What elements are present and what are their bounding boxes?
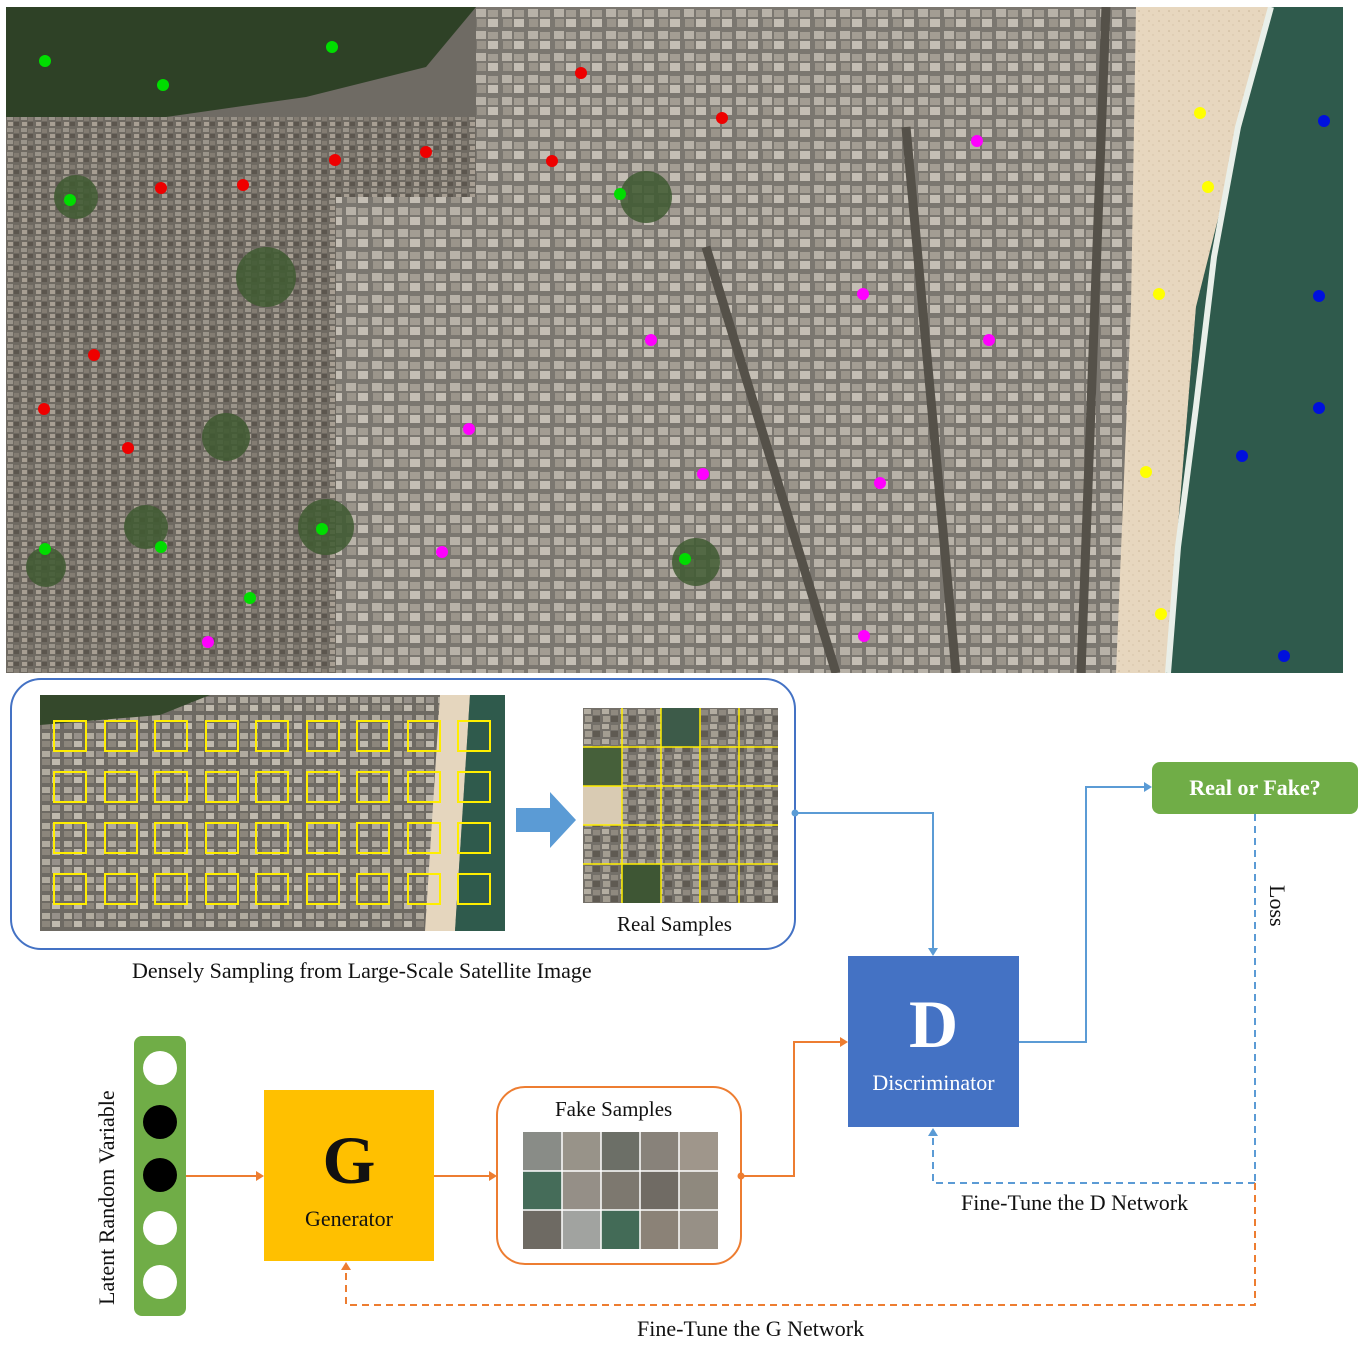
latent-node xyxy=(143,1105,177,1139)
sampling-satellite-crop xyxy=(40,695,505,931)
fake-samples-label: Fake Samples xyxy=(555,1097,673,1121)
real-to-d-connector xyxy=(795,812,934,950)
sample-points xyxy=(38,41,1330,662)
finetune-g-label: Fine-Tune the G Network xyxy=(637,1316,865,1341)
real-or-fake-box: Real or Fake? xyxy=(1152,762,1358,814)
generator-box: G Generator xyxy=(264,1090,434,1261)
finetune-g-connector xyxy=(345,1183,1256,1306)
latent-variable-label: Latent Random Variable xyxy=(94,1090,119,1305)
latent-node xyxy=(143,1158,177,1192)
fake-to-d-connector xyxy=(741,1041,842,1177)
generator-letter: G xyxy=(322,1122,376,1198)
generator-label: Generator xyxy=(305,1206,393,1231)
satellite-image xyxy=(6,7,1343,673)
d-to-output-connector xyxy=(1019,786,1146,1043)
finetune-d-label: Fine-Tune the D Network xyxy=(961,1190,1189,1215)
latent-node xyxy=(143,1265,177,1299)
loss-label: Loss xyxy=(1265,885,1290,927)
discriminator-label: Discriminator xyxy=(872,1070,995,1095)
latent-node xyxy=(143,1051,177,1085)
real-samples-label: Real Samples xyxy=(617,912,732,936)
discriminator-letter: D xyxy=(908,986,959,1062)
discriminator-box: D Discriminator xyxy=(848,956,1019,1127)
real-samples-grid xyxy=(583,708,778,903)
sampling-caption: Densely Sampling from Large-Scale Satell… xyxy=(132,958,592,983)
sampling-arrow xyxy=(516,792,576,848)
latent-nodes xyxy=(143,1051,177,1299)
latent-node xyxy=(143,1211,177,1245)
finetune-d-connector xyxy=(932,1134,1255,1184)
latent-vector xyxy=(134,1036,186,1316)
fake-samples-grid xyxy=(523,1132,718,1249)
real-or-fake-label: Real or Fake? xyxy=(1189,775,1321,800)
